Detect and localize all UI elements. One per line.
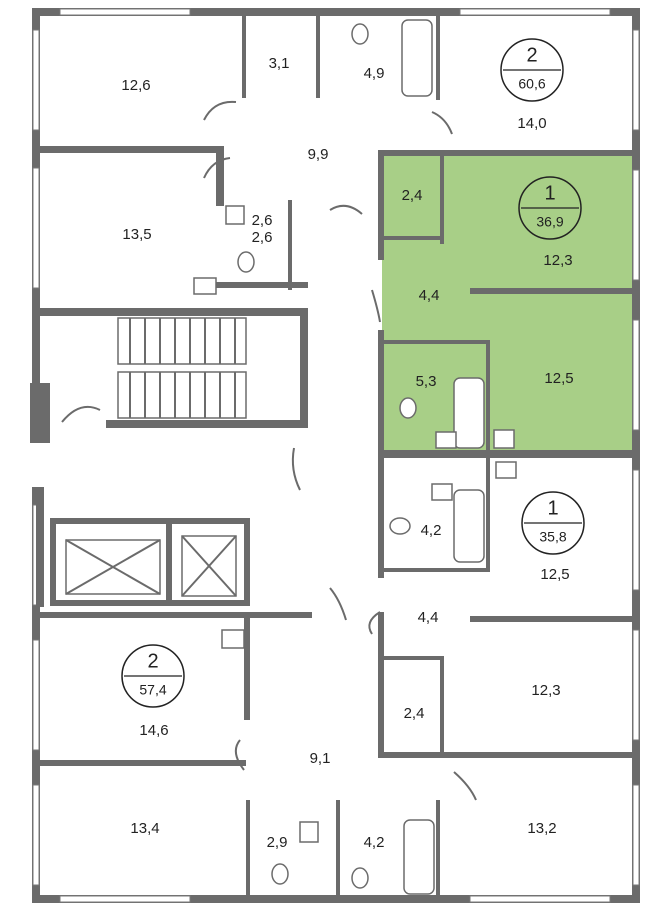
room-area-label: 12,3 — [531, 682, 560, 699]
room-area-label: 2,9 — [267, 834, 288, 851]
apartment-total-area: 35,8 — [539, 529, 566, 545]
interior-walls — [36, 14, 638, 900]
bathtubs — [401, 19, 485, 895]
room-area-label: 3,1 — [269, 55, 290, 72]
apartment-badge[interactable]: 1 36,9 — [518, 176, 582, 240]
room-area-label: 12,3 — [543, 252, 572, 269]
apartment-total-area: 57,4 — [139, 682, 166, 698]
highlighted-apartment-fill[interactable] — [382, 154, 634, 454]
room-area-label: 4,9 — [364, 65, 385, 82]
toilets — [237, 23, 417, 889]
door-swings — [61, 100, 477, 801]
apartment-total-area: 60,6 — [518, 76, 545, 92]
room-area-label: 5,3 — [416, 373, 437, 390]
room-area-label: 13,2 — [527, 820, 556, 837]
apartment-rooms-count: 1 — [544, 182, 555, 204]
apartment-badge[interactable]: 2 60,6 — [500, 38, 564, 102]
room-area-label: 9,9 — [308, 146, 329, 163]
windows-right — [632, 29, 640, 886]
room-area-label: 14,0 — [517, 115, 546, 132]
apartment-badge[interactable]: 1 35,8 — [521, 491, 585, 555]
room-area-label: 13,4 — [130, 820, 159, 837]
sinks — [193, 205, 517, 843]
apartment-rooms-count: 2 — [526, 44, 537, 66]
room-area-label: 2,4 — [404, 705, 425, 722]
room-area-label: 4,4 — [418, 609, 439, 626]
room-area-label: 14,6 — [139, 722, 168, 739]
room-area-label: 12,5 — [540, 566, 569, 583]
apartment-rooms-count: 2 — [147, 650, 158, 672]
room-area-label: 4,4 — [419, 287, 440, 304]
room-area-label: 13,5 — [122, 226, 151, 243]
windows-top — [59, 8, 611, 903]
room-area-label: 2,6 — [252, 212, 273, 229]
staircase — [117, 317, 247, 419]
room-area-label: 12,6 — [121, 77, 150, 94]
room-area-label: 4,2 — [364, 834, 385, 851]
room-area-label: 2,4 — [402, 187, 423, 204]
room-area-label: 4,2 — [421, 522, 442, 539]
room-area-label: 2,6 — [252, 229, 273, 246]
apartment-badge[interactable]: 2 57,4 — [121, 644, 185, 708]
apartment-total-area: 36,9 — [536, 214, 563, 230]
room-area-label: 12,5 — [544, 370, 573, 387]
elevator-shafts — [65, 535, 237, 597]
room-area-label: 9,1 — [310, 750, 331, 767]
apartment-rooms-count: 1 — [547, 497, 558, 519]
room-labels: 12,6 3,1 4,9 14,0 9,9 13,5 2,6 2,6 2,4 1… — [121, 55, 573, 851]
